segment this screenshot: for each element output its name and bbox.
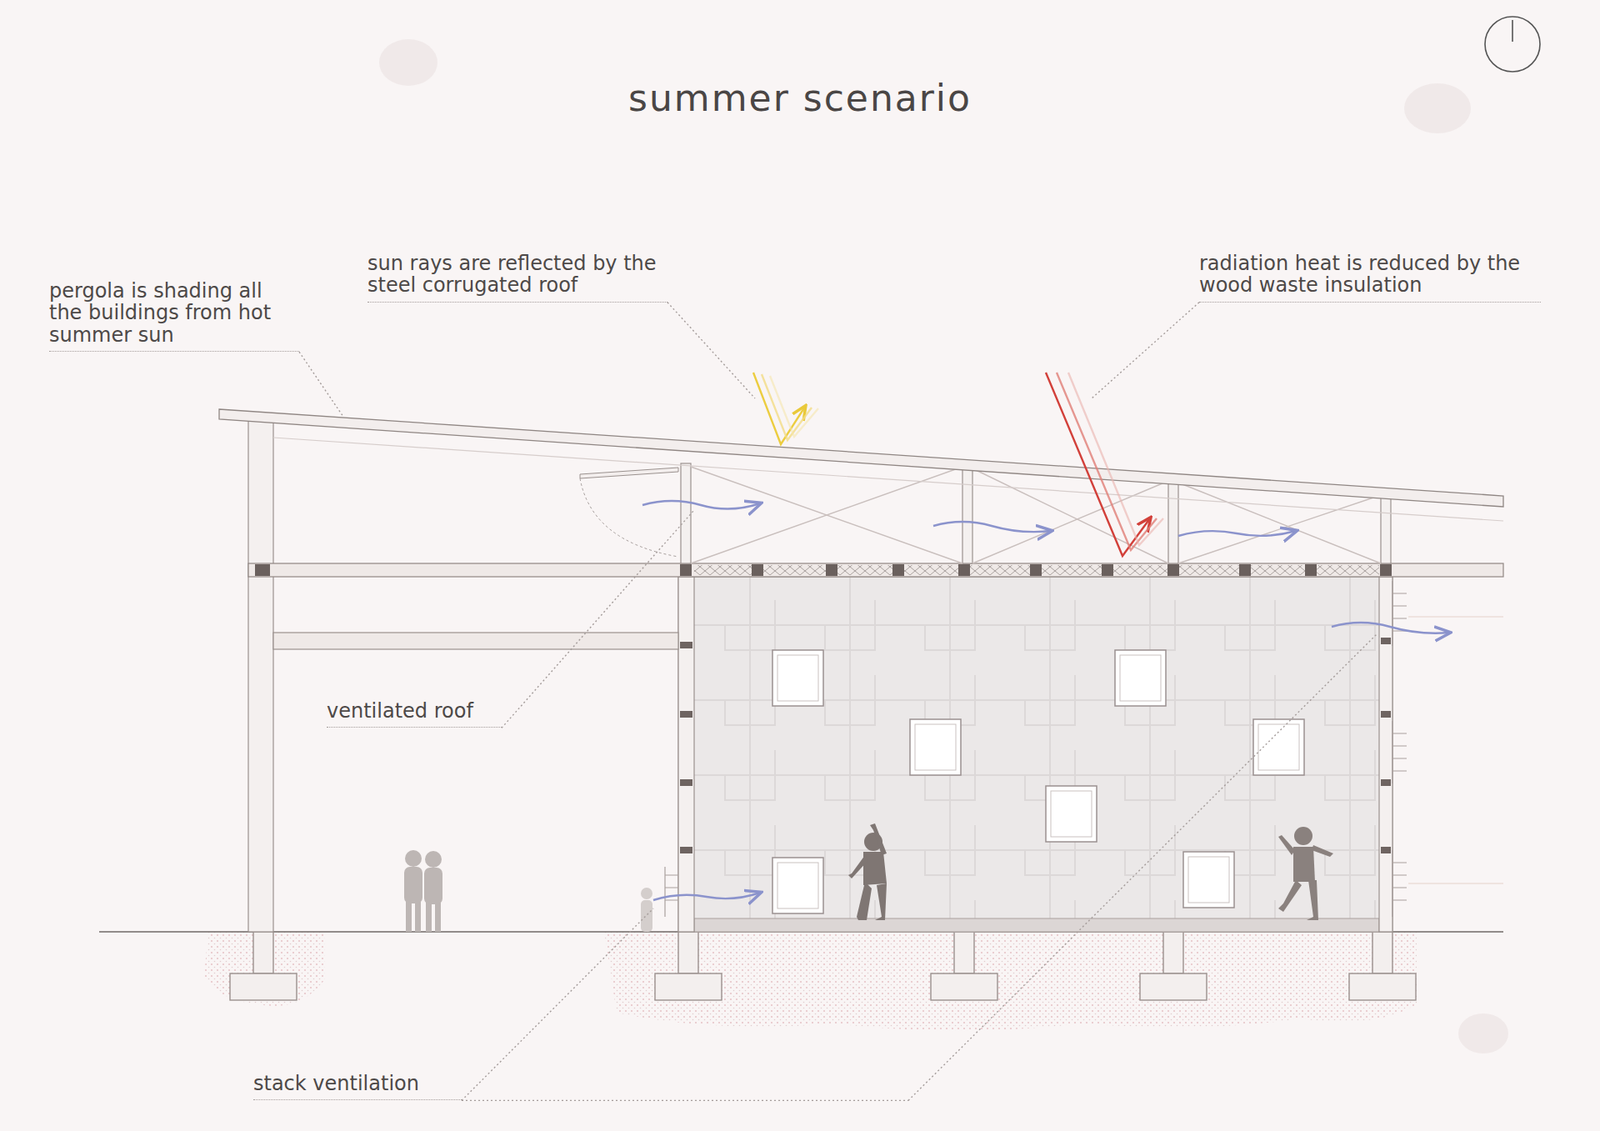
reflected-sun-ray	[753, 372, 819, 445]
canopy	[580, 467, 679, 479]
lower-beam	[273, 632, 679, 650]
leader-line	[461, 1100, 909, 1101]
pergola-post	[248, 420, 274, 932]
title: summer scenario	[628, 76, 972, 120]
leader-line	[501, 510, 695, 728]
handprint-watermark	[379, 39, 1509, 1054]
callout-note: pergola is shading all the buildings fro…	[49, 280, 300, 352]
main-beam	[248, 563, 1504, 577]
airflow-arrow	[642, 500, 1450, 900]
leader-line	[908, 633, 1378, 1100]
callout-note: ventilated roof	[326, 700, 502, 728]
right-wall	[1379, 576, 1393, 932]
window	[772, 650, 1305, 914]
leader-line	[299, 351, 344, 417]
child-figure	[848, 823, 887, 920]
leader-line	[1091, 302, 1200, 399]
leader-line	[667, 302, 755, 399]
insulation	[694, 565, 1380, 575]
roof	[219, 409, 1504, 507]
truss-post	[680, 463, 1391, 564]
joist-block	[255, 564, 1392, 576]
floor-slab	[694, 918, 1380, 932]
callout-note: stack ventilation	[253, 1072, 462, 1100]
leader-line	[461, 908, 654, 1100]
ground-hatch	[204, 931, 1417, 1031]
north-symbol	[1485, 16, 1540, 72]
purlin	[273, 437, 1504, 521]
door-swing	[580, 478, 679, 557]
child-figure	[1278, 826, 1334, 920]
building-wall	[678, 576, 1393, 932]
shutter	[665, 575, 1504, 917]
left-wall	[678, 576, 695, 932]
callout-note: sun rays are reflected by the steel corr…	[367, 252, 668, 303]
footing	[230, 931, 1416, 1000]
wall-block	[680, 637, 1391, 854]
window-inner	[777, 655, 1300, 909]
callout-note: radiation heat is reduced by the wood wa…	[1199, 252, 1541, 303]
radiation-ray	[1045, 372, 1164, 556]
child-figure	[640, 887, 653, 932]
child-figure	[404, 850, 443, 932]
